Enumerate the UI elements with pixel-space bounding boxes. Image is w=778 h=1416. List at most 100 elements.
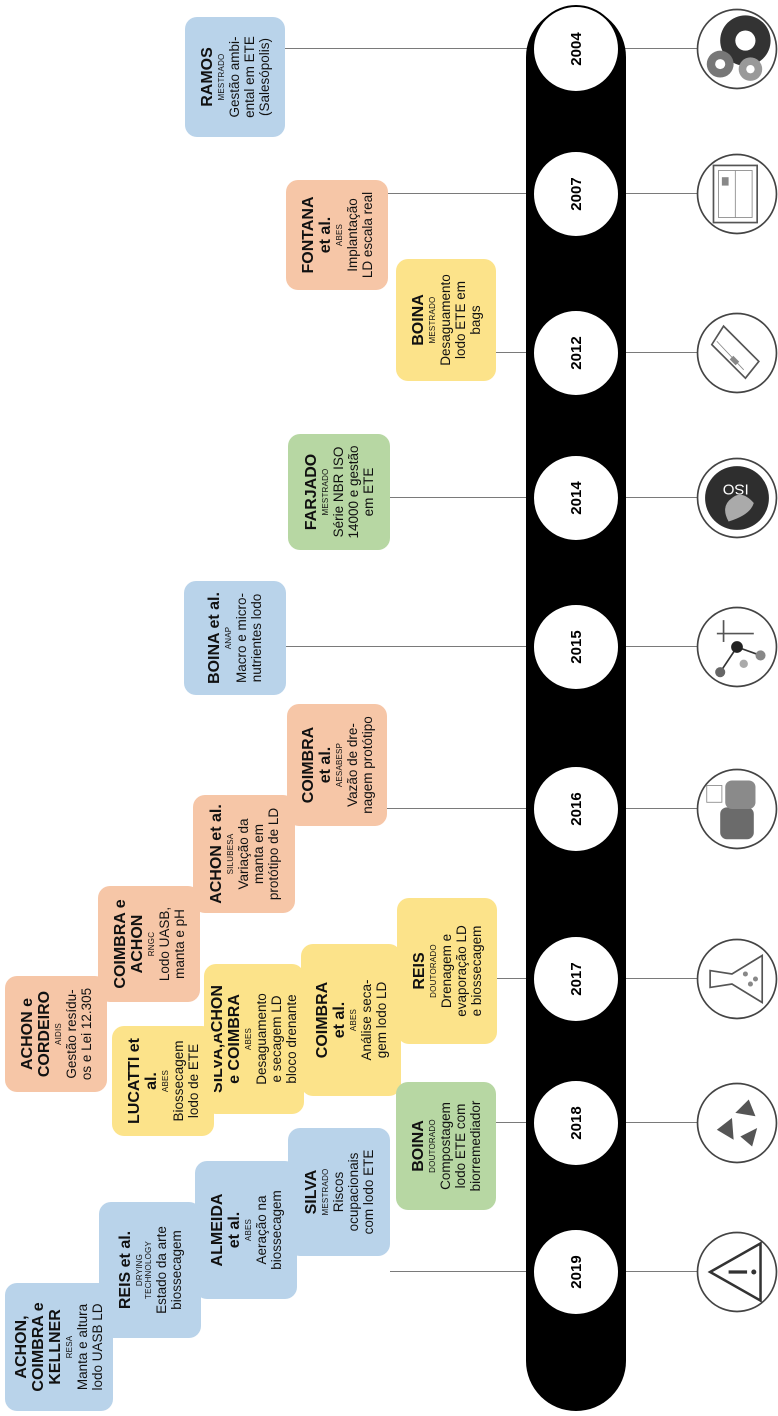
year-label: 2015 xyxy=(567,630,585,664)
molecule-scale-icon xyxy=(695,605,778,689)
card-author: BOINA xyxy=(409,294,427,346)
card-venue: ABES xyxy=(334,223,344,247)
year-node-2007: 2007 xyxy=(532,150,620,238)
card-author: COIMBRA et al. xyxy=(299,726,334,804)
card-venue: DOUTORADO xyxy=(428,944,438,998)
card-venue: MESTRADO xyxy=(320,1168,330,1216)
sludge-samples-icon xyxy=(695,767,778,851)
card-author: ACHON, COIMBRA e KELLNER xyxy=(13,1302,64,1392)
year-node-2015: 2015 xyxy=(532,603,620,691)
year-node-2019: 2019 xyxy=(532,1228,620,1316)
card-venue: DRYING TECHNOLOGY xyxy=(134,1241,153,1300)
year-label: 2014 xyxy=(567,481,585,515)
card-topic: Macro e micro- nutrientes lodo xyxy=(234,593,264,684)
year-label: 2019 xyxy=(567,1255,585,1289)
year-node-2018: 2018 xyxy=(532,1079,620,1167)
card-venue: MESTRADO xyxy=(427,296,437,344)
year-label: 2004 xyxy=(567,32,585,66)
card-topic: Vazão de dre- nagem protótipo xyxy=(344,716,375,814)
card-author: FONTANA et al. xyxy=(299,196,334,274)
card-venue: RNGC xyxy=(146,931,156,957)
iso-globe-icon: ISO xyxy=(695,456,778,540)
card-topic: Desaguamento lodo ETE em bags xyxy=(437,274,483,366)
card-author: LUCATTI et al. xyxy=(125,1038,160,1124)
year-label: 2018 xyxy=(567,1106,585,1140)
card-venue: AIDIS xyxy=(53,1023,63,1045)
card-topic: Compostagem lodo ETE com biorremediador xyxy=(437,1100,483,1192)
card-venue: ANAP xyxy=(224,626,233,650)
year-node-2017: 2017 xyxy=(532,935,620,1023)
card-topic: Gestão resídu- os e Lei 12.305 xyxy=(63,987,94,1081)
card-topic: Manta e altura lodo UASB LD xyxy=(75,1303,105,1391)
hazard-icon xyxy=(695,1230,778,1314)
card-venue: RESA xyxy=(65,1335,74,1359)
card-venue: DOUTORADO xyxy=(427,1119,437,1173)
year-label: 2012 xyxy=(567,336,585,370)
card-venue: MESTRADO xyxy=(216,53,226,101)
year-node-2014: 2014 xyxy=(532,454,620,542)
card-author: SILVA,ACHON e COIMBRA xyxy=(209,985,243,1093)
svg-text:ISO: ISO xyxy=(722,481,748,498)
card-author: COIMBRA e ACHON xyxy=(111,899,146,989)
year-node-2004: 2004 xyxy=(532,5,620,93)
card-author: ALMEIDA et al. xyxy=(208,1193,243,1267)
card-author: REIS xyxy=(410,952,428,990)
card-venue: SILUBESA xyxy=(225,833,235,875)
card-venue: ABES xyxy=(160,1069,170,1093)
card-author: SILVA xyxy=(302,1169,320,1215)
card-topic: Biossecagem lodo de ETE xyxy=(170,1040,201,1122)
card-author: COIMBRA et al. xyxy=(313,981,348,1059)
card-topic: Estado da arte biossecagem xyxy=(153,1226,184,1314)
card-venue: ABES xyxy=(243,1218,253,1242)
card-author: ACHON et al. xyxy=(207,804,225,904)
card-author: BOINA xyxy=(409,1120,427,1172)
card-topic: Série NBR ISO 14000 e gestão em ETE xyxy=(330,445,376,539)
year-node-2016: 2016 xyxy=(532,765,620,853)
blueprint-icon xyxy=(695,152,778,236)
card-author: BOINA et al. xyxy=(206,592,223,684)
gears-icon xyxy=(695,7,778,91)
card-topic: Desaguamento e secagem LD bloco drenante xyxy=(254,993,299,1085)
card-topic: Drenagem e evaporação LD e biossecagem xyxy=(438,925,484,1017)
recycle-icon xyxy=(695,1081,778,1165)
card-venue: MESTRADO xyxy=(320,468,330,516)
year-label: 2016 xyxy=(567,792,585,826)
geobag-icon xyxy=(695,311,778,395)
card-topic: Lodo UASB, manta e pH xyxy=(156,906,187,982)
card-author: ACHON e CORDEIRO xyxy=(18,990,53,1078)
card-author: RAMOS xyxy=(198,47,216,107)
card-author: REIS et al. xyxy=(116,1230,134,1310)
year-label: 2017 xyxy=(567,962,585,996)
year-node-2012: 2012 xyxy=(532,309,620,397)
flask-icon xyxy=(695,937,778,1021)
card-topic: Riscos ocupacionais com lodo ETE xyxy=(330,1149,376,1235)
connector-line xyxy=(286,646,740,647)
card-venue: ABES xyxy=(244,1027,253,1051)
card-venue: ABES xyxy=(348,1008,358,1032)
card-topic: Implantação LD escala real xyxy=(344,191,375,279)
card-topic: Gestão ambi- ental em ETE (Salesópolis) xyxy=(226,36,272,118)
card-topic: Análise seca- gem lodo LD xyxy=(358,979,389,1061)
connector-line xyxy=(285,48,740,49)
card-author: FARJADO xyxy=(302,453,320,531)
